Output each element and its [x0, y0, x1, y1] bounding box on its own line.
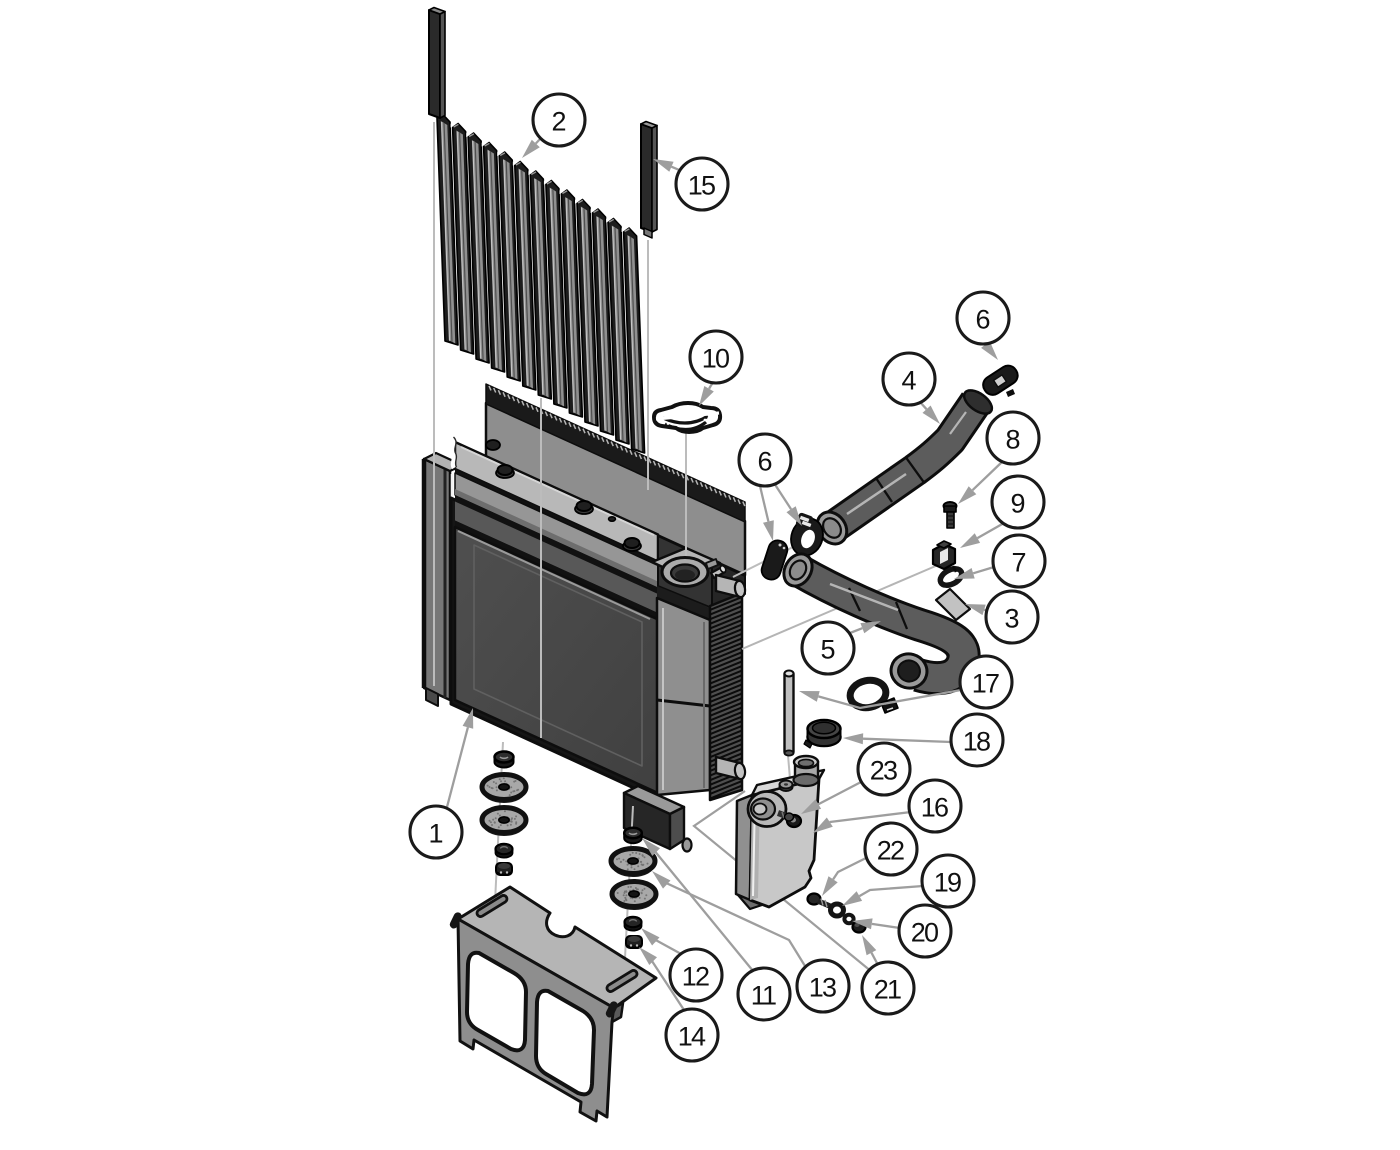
svg-text:16: 16 — [921, 793, 948, 823]
svg-text:19: 19 — [934, 868, 961, 898]
svg-text:6: 6 — [757, 447, 772, 477]
svg-text:6: 6 — [975, 305, 990, 335]
svg-text:11: 11 — [751, 981, 776, 1011]
svg-text:1: 1 — [428, 819, 443, 849]
svg-text:20: 20 — [911, 918, 938, 948]
svg-text:15: 15 — [688, 171, 715, 201]
svg-text:4: 4 — [901, 366, 916, 396]
svg-text:8: 8 — [1005, 425, 1020, 455]
svg-text:17: 17 — [972, 669, 999, 699]
svg-text:7: 7 — [1011, 548, 1026, 578]
svg-text:23: 23 — [870, 756, 897, 786]
svg-text:14: 14 — [678, 1022, 706, 1052]
svg-text:21: 21 — [874, 975, 901, 1005]
svg-text:5: 5 — [820, 635, 835, 665]
svg-text:3: 3 — [1004, 604, 1019, 634]
svg-text:2: 2 — [551, 107, 566, 137]
svg-text:12: 12 — [682, 962, 709, 992]
svg-text:22: 22 — [877, 836, 904, 866]
svg-text:18: 18 — [963, 727, 990, 757]
svg-text:10: 10 — [702, 344, 729, 374]
svg-text:13: 13 — [809, 973, 836, 1003]
svg-text:9: 9 — [1010, 489, 1025, 519]
